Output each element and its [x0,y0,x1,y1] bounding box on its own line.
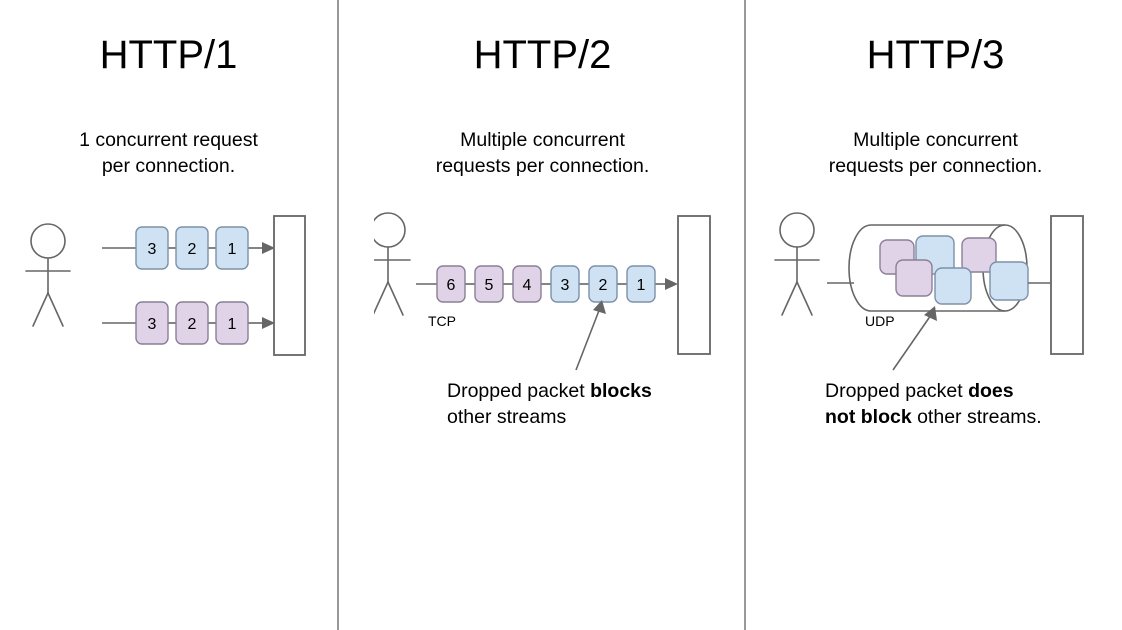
client-leg-left-line [781,281,798,316]
panel-http1: HTTP/1 1 concurrent request per connecti… [0,0,337,630]
panel-divider-2 [744,0,746,630]
packet-label: 4 [523,277,532,294]
client-leg-right-line [796,281,813,316]
packet-label: 3 [148,241,157,258]
stream-row-2: 3 2 1 [102,301,275,345]
packet-blue-1: 1 [215,226,249,270]
stream1-arrowhead-icon [262,242,275,254]
packet-purple-1: 1 [215,301,249,345]
udp-cylinder [848,224,1028,312]
protocol-label-tcp: TCP [428,313,456,329]
packet-label: 1 [228,241,237,258]
packet-purple-4: 4 [512,265,542,303]
note-suffix: other streams [447,406,567,428]
note-http2: Dropped packet blocks other streams [447,378,707,430]
client-head-icon [30,223,66,259]
cylinder-packet-blue-2 [934,267,972,305]
note-prefix: Dropped packet [447,380,591,402]
client-leg-left-line [32,292,49,327]
protocol-label-udp: UDP [865,313,895,329]
cylinder-packet-purple-3 [961,237,997,273]
stream-row-1: 3 2 1 [102,226,275,270]
note-prefix: Dropped packet [825,380,969,402]
panel-caption-http3: Multiple concurrent requests per connect… [828,129,1043,177]
packet-label: 3 [561,277,570,294]
packet-blue-2: 2 [175,226,209,270]
note-http3: Dropped packet does not block other stre… [825,378,1105,430]
cylinder-packet-blue-1 [915,235,955,275]
packet-label: 2 [599,277,608,294]
packet-label: 1 [637,277,646,294]
client-leg-left-line [374,281,389,315]
packet-purple-6: 6 [436,265,466,303]
panel-divider-1 [337,0,339,630]
packet-blue-3: 3 [550,265,580,303]
packet-label: 3 [148,316,157,333]
panel-title-http3: HTTP/3 [866,33,1005,77]
client-leg-right-line [387,281,404,316]
packet-purple-5: 5 [474,265,504,303]
packet-purple-2: 2 [175,301,209,345]
packet-label: 2 [188,241,197,258]
cylinder-packet-purple-1 [879,239,915,275]
packet-label: 1 [228,316,237,333]
packet-blue-3: 3 [135,226,169,270]
callout-arrow-blocks [575,300,606,371]
packet-label: 6 [447,277,456,294]
packet-label: 5 [485,277,494,294]
packet-blue-2: 2 [588,265,618,303]
cylinder-packet-blue-3 [989,261,1029,301]
panel-caption-http1: 1 concurrent request per connection. [79,129,258,177]
callout-arrow-does-not-block [892,306,937,371]
server-rect [273,215,306,356]
tcp-arrowhead-icon [665,278,678,290]
packet-blue-1: 1 [626,265,656,303]
panel-http2-graphics: 6 5 4 3 2 [374,0,711,630]
panel-http2: HTTP/2 Multiple concurrent requests per … [374,0,711,630]
server-rect [677,215,711,355]
client-leg-right-line [47,292,64,327]
client-head-icon [779,212,815,248]
panel-http1-graphics: 3 2 1 [0,0,337,630]
server-rect [1050,215,1084,355]
client-head-icon [374,212,406,248]
note-bold-line2: not block [825,406,912,428]
note-bold-line1: does [968,380,1014,402]
note-suffix: other streams. [911,406,1042,428]
cylinder-packet-purple-2 [895,259,933,297]
panel-http3-graphics [749,0,1122,630]
stream2-arrowhead-icon [262,317,275,329]
panel-caption-http2: Multiple concurrent requests per connect… [435,129,650,177]
udp-arrowhead-icon [1064,277,1077,289]
panel-title-http1: HTTP/1 [99,33,238,77]
panel-http3: HTTP/3 Multiple concurrent requests per … [749,0,1122,630]
note-bold: blocks [590,380,652,402]
packet-label: 2 [188,316,197,333]
packet-purple-3: 3 [135,301,169,345]
panel-title-http2: HTTP/2 [473,33,612,77]
